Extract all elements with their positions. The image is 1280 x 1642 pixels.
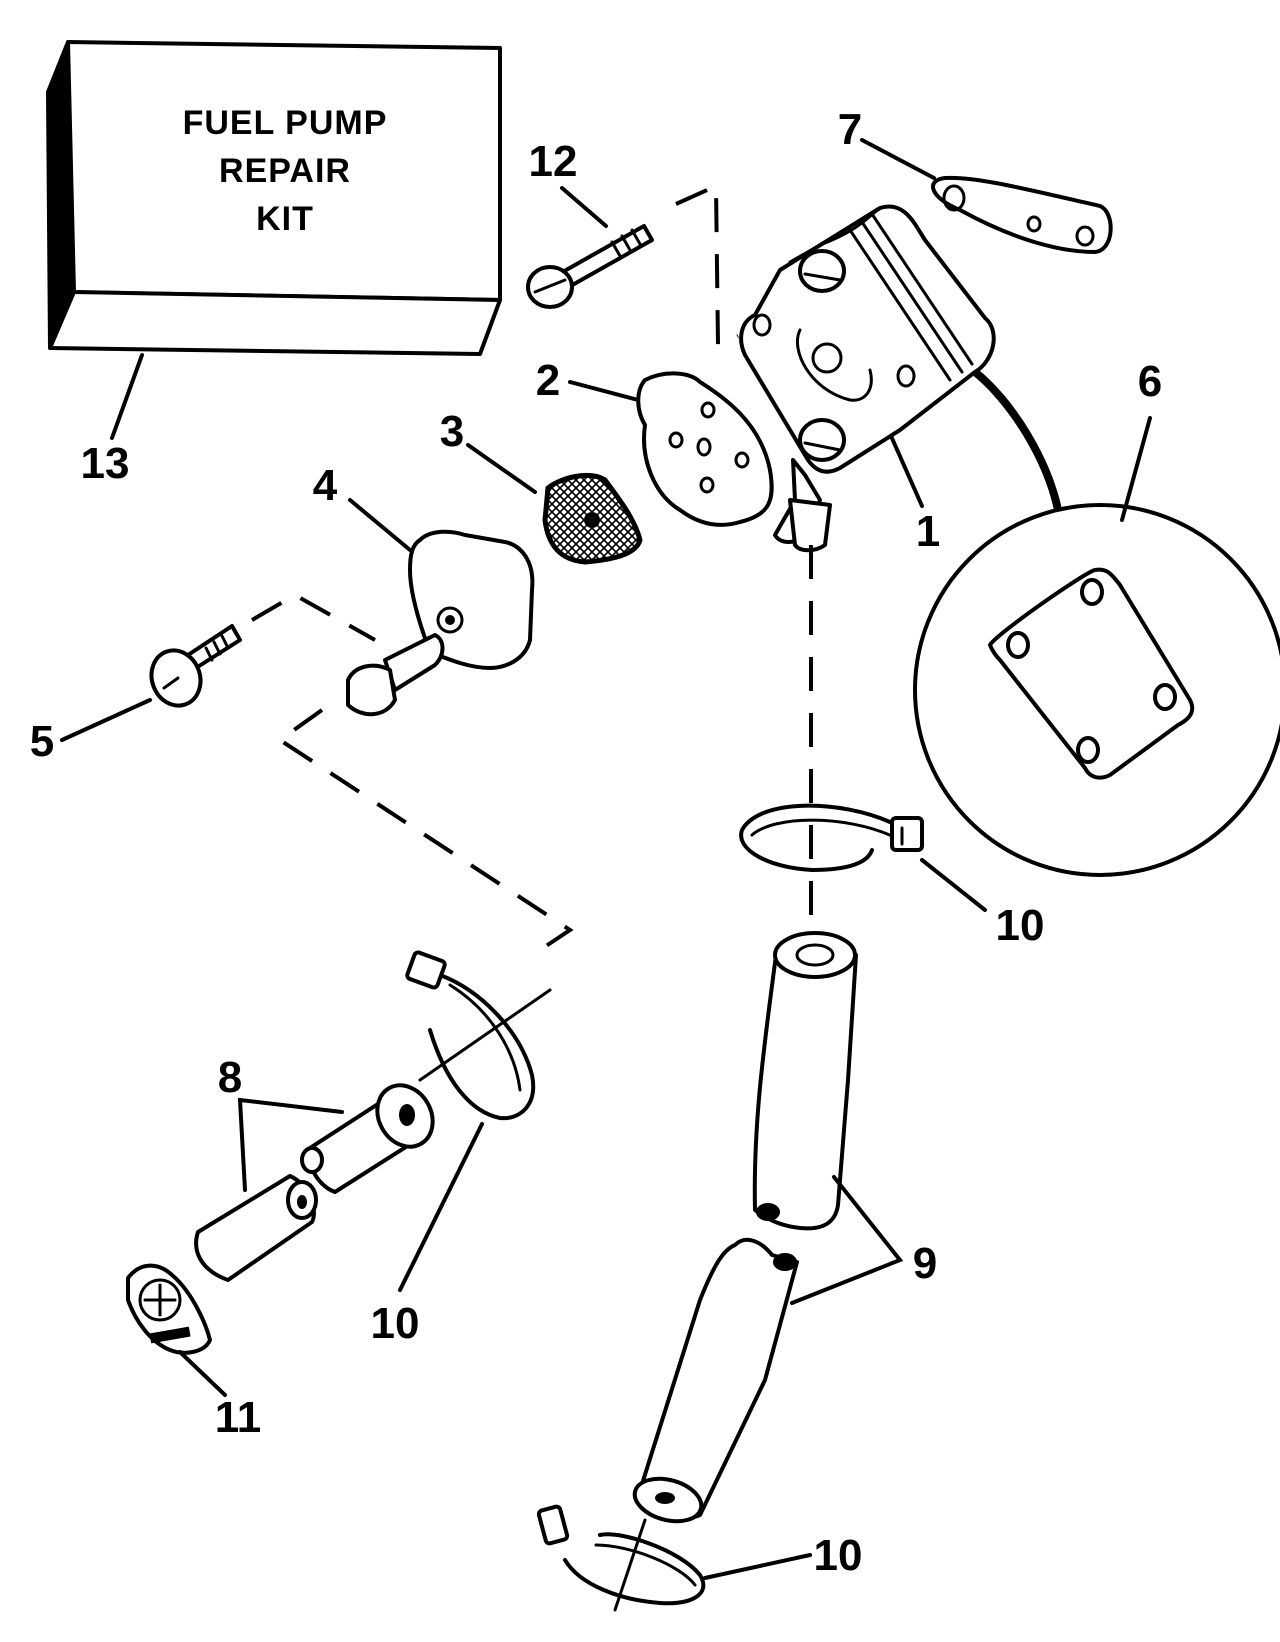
leader-6 xyxy=(1120,416,1152,522)
leader-1 xyxy=(889,434,924,508)
gasket-detail-6[interactable] xyxy=(913,503,1280,877)
tie-strap-10-upper[interactable] xyxy=(739,803,924,872)
leader-3 xyxy=(466,443,537,494)
leader-7 xyxy=(860,138,936,180)
leader-9 xyxy=(790,1175,904,1305)
leader-2 xyxy=(568,380,640,402)
tie-strap-10-bottom[interactable] xyxy=(536,1504,706,1606)
leader-10-upper xyxy=(920,858,987,912)
leader-10-bottom xyxy=(703,1553,812,1580)
leader-5 xyxy=(60,698,152,742)
leader-11 xyxy=(178,1350,227,1397)
alignment-line-5 xyxy=(276,708,574,952)
hose-9-lower[interactable] xyxy=(630,1237,799,1528)
leader-13 xyxy=(110,353,144,440)
callout-11[interactable]: 11 xyxy=(215,1393,262,1442)
filter-cover-4[interactable] xyxy=(346,529,535,717)
callout-10-upper[interactable]: 10 xyxy=(996,901,1045,950)
callout-7[interactable]: 7 xyxy=(838,105,862,154)
gasket-7[interactable] xyxy=(931,175,1113,254)
alignment-line-12 xyxy=(675,182,739,349)
callout-2[interactable]: 2 xyxy=(536,356,560,405)
callout-9[interactable]: 9 xyxy=(913,1239,937,1288)
hose-9-upper[interactable] xyxy=(752,931,858,1231)
callout-4[interactable]: 4 xyxy=(313,461,338,510)
kit-label-line3: KIT xyxy=(256,200,314,238)
callout-1[interactable]: 1 xyxy=(916,507,940,556)
thumb-screw-5[interactable] xyxy=(144,624,242,713)
hose-8-lower[interactable] xyxy=(194,1174,318,1282)
kit-label-line2: REPAIR xyxy=(219,152,351,190)
filter-screen-3[interactable] xyxy=(542,472,643,565)
kit-label-line1: FUEL PUMP xyxy=(183,104,388,142)
callout-5[interactable]: 5 xyxy=(30,717,54,766)
clamp-11[interactable] xyxy=(126,1263,212,1355)
callout-10-bottom[interactable]: 10 xyxy=(814,1531,863,1580)
screw-12[interactable] xyxy=(526,224,654,309)
hose-8-upper[interactable] xyxy=(300,1075,444,1194)
callout-8[interactable]: 8 xyxy=(218,1053,242,1102)
leader-10-left xyxy=(398,1122,484,1292)
pump-cover-2[interactable] xyxy=(636,371,774,527)
alignment-line-4 xyxy=(250,592,376,642)
callout-3[interactable]: 3 xyxy=(440,407,464,456)
callout-6[interactable]: 6 xyxy=(1138,357,1162,406)
callout-10-left[interactable]: 10 xyxy=(371,1299,420,1348)
leader-4 xyxy=(348,498,412,552)
leader-8 xyxy=(237,1097,344,1192)
alignment-tick-left xyxy=(418,988,552,1082)
tie-strap-10-left[interactable] xyxy=(405,950,552,1121)
alignment-line-bottom xyxy=(613,1518,647,1612)
leader-12 xyxy=(560,186,608,228)
callout-13[interactable]: 13 xyxy=(81,439,130,488)
callout-12[interactable]: 12 xyxy=(529,137,578,186)
repair-kit-box[interactable]: FUEL PUMP REPAIR KIT xyxy=(45,40,502,356)
fuel-pump-body[interactable] xyxy=(739,204,1064,553)
